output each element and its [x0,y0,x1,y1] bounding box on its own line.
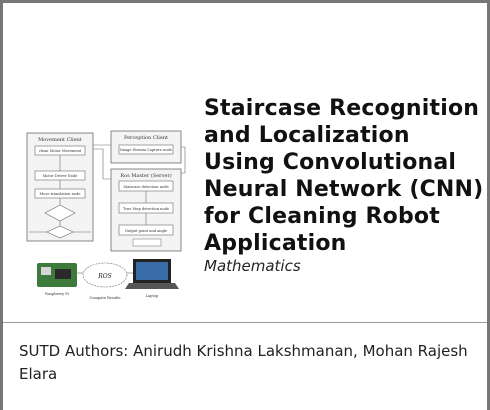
right-mid-step-3: Output point and angle [125,229,167,233]
paper-info: Staircase Recognition and Localization U… [204,95,484,275]
movement-client-title: Movement Client [38,137,82,143]
right-top-step-box [118,144,174,155]
ros-master-title: Ros Master (Server) [120,172,171,179]
pi-label: Raspberry Pi [45,292,70,296]
paper-subject: Mathematics [204,257,301,275]
left-step-3: Move translation node [39,192,80,196]
perception-client-title: Perception Client [124,135,168,141]
decision-diamond-2 [46,225,74,239]
right-mid-step-3-box [118,224,174,236]
left-step-2: Motor Driver Node [43,174,78,178]
right-mid-step-1: Staircase detection node [123,185,168,189]
system-architecture-diagram: Movement Client clean Motor Movement Mot… [26,130,186,300]
right-top-step: Image Stream Capture node [120,148,172,152]
right-mid-step-2: Tree Step detection node [123,207,169,211]
divider [3,322,487,323]
laptop-label: Laptop [146,294,159,298]
left-step-1: clean Motor Movement [39,149,82,153]
paper-figure-thumbnail: Movement Client clean Motor Movement Mot… [25,113,187,309]
paper-authors: SUTD Authors: Anirudh Krishna Lakshmanan… [19,342,468,383]
compute-label: Compute Results [89,296,120,300]
laptop-base [125,283,179,289]
ros-label: ROS [97,273,112,280]
paper-title[interactable]: Staircase Recognition and Localization U… [204,96,484,256]
